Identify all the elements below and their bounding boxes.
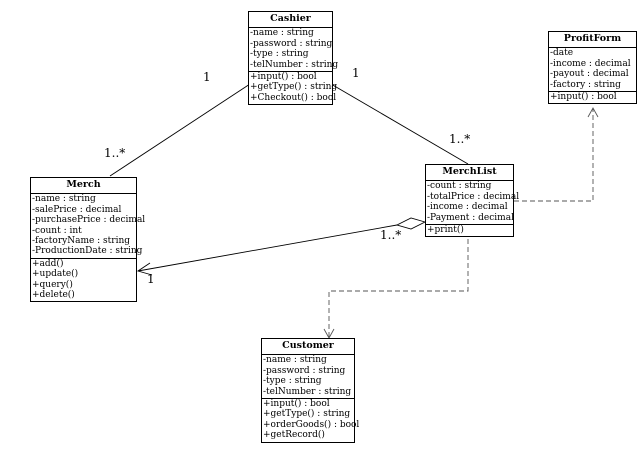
attribute: -name : string bbox=[263, 355, 327, 366]
multiplicity-label: 1 bbox=[203, 70, 211, 84]
attribute: -password : string bbox=[250, 38, 333, 49]
dependency-merchlist-profitform bbox=[514, 107, 599, 202]
dependency-arrowhead bbox=[587, 107, 599, 118]
attribute: -count : string bbox=[427, 181, 492, 192]
operations-compartment: +input() : bool +getType() : string +ord… bbox=[262, 399, 360, 442]
dependency-merchlist-customer bbox=[323, 239, 469, 339]
attribute: -date bbox=[550, 48, 574, 59]
attribute: -type : string bbox=[250, 49, 309, 60]
operations-compartment: +print() bbox=[426, 225, 513, 236]
class-cashier[interactable]: Cashier -name : string -password : strin… bbox=[248, 11, 339, 106]
attribute: -purchasePrice : decimal bbox=[32, 215, 146, 226]
attributes-compartment: -name : string -salePrice : decimal -pur… bbox=[31, 194, 146, 259]
multiplicity-label: 1..* bbox=[380, 228, 402, 242]
class-title: Cashier bbox=[249, 12, 332, 29]
attribute: -telNumber : string bbox=[263, 386, 352, 397]
attribute: -factory : string bbox=[550, 79, 621, 90]
operation: +getType() : string bbox=[250, 82, 338, 93]
attribute: -totalPrice : decimal bbox=[427, 191, 520, 202]
attributes-compartment: -date -income : decimal -payout : decima… bbox=[549, 48, 636, 93]
operation: +query() bbox=[32, 279, 73, 290]
multiplicity-label: 1..* bbox=[104, 146, 126, 160]
attribute: -password : string bbox=[263, 365, 346, 376]
operation: +input() : bool bbox=[263, 399, 330, 410]
multiplicity-label: 1 bbox=[147, 272, 155, 286]
attribute: -income : decimal bbox=[427, 202, 508, 213]
operation: +update() bbox=[32, 269, 79, 280]
class-title: Customer bbox=[262, 339, 354, 356]
attributes-compartment: -count : string -totalPrice : decimal -i… bbox=[426, 181, 520, 226]
attribute: -ProductionDate : string bbox=[32, 246, 143, 257]
class-title: MerchList bbox=[426, 165, 513, 182]
class-title: Merch bbox=[31, 178, 136, 195]
class-customer[interactable]: Customer -name : string -password : stri… bbox=[261, 338, 360, 443]
dependency-line bbox=[514, 109, 594, 202]
association-cashier-merchlist bbox=[330, 83, 469, 165]
operation: +getType() : string bbox=[263, 409, 351, 420]
attribute: -name : string bbox=[32, 194, 96, 205]
association-cashier-merch bbox=[109, 83, 251, 177]
operations-compartment: +input() : bool +getType() : string +Che… bbox=[249, 72, 338, 104]
operation: +orderGoods() : bool bbox=[263, 419, 360, 430]
aggregation-arrowhead bbox=[136, 262, 153, 276]
attribute: -name : string bbox=[250, 28, 314, 39]
class-title: ProfitForm bbox=[549, 32, 636, 49]
operation: +add() bbox=[32, 258, 64, 269]
attribute: -payout : decimal bbox=[550, 69, 629, 80]
operation: +Checkout() : bool bbox=[250, 92, 337, 103]
dependency-line bbox=[328, 239, 469, 337]
operations-compartment: +input() : bool bbox=[549, 92, 636, 103]
attributes-compartment: -name : string -password : string -type … bbox=[262, 355, 354, 400]
multiplicity-label: 1 bbox=[352, 66, 360, 80]
operation: +getRecord() bbox=[263, 430, 325, 441]
attributes-compartment: -name : string -password : string -type … bbox=[249, 28, 339, 73]
aggregation-line bbox=[137, 224, 398, 272]
class-profitform[interactable]: ProfitForm -date -income : decimal -payo… bbox=[548, 31, 637, 105]
operation: +input() : bool bbox=[250, 72, 317, 83]
attribute: -telNumber : string bbox=[250, 59, 339, 70]
class-merchlist[interactable]: MerchList -count : string -totalPrice : … bbox=[425, 164, 520, 238]
operation: +input() : bool bbox=[550, 92, 617, 103]
attribute: -count : int bbox=[32, 225, 82, 236]
multiplicity-label: 1..* bbox=[449, 132, 471, 146]
attribute: -salePrice : decimal bbox=[32, 204, 122, 215]
attribute: -type : string bbox=[263, 376, 322, 387]
class-merch[interactable]: Merch -name : string -salePrice : decima… bbox=[30, 177, 146, 303]
operations-compartment: +add() +update() +query() +delete() bbox=[31, 259, 136, 302]
operation: +delete() bbox=[32, 290, 75, 301]
attribute: -income : decimal bbox=[550, 58, 631, 69]
operation: +print() bbox=[427, 225, 464, 236]
attribute: -factoryName : string bbox=[32, 236, 131, 247]
attribute: -Payment : decimal bbox=[427, 212, 514, 223]
aggregation-merchlist-merch bbox=[136, 217, 427, 276]
